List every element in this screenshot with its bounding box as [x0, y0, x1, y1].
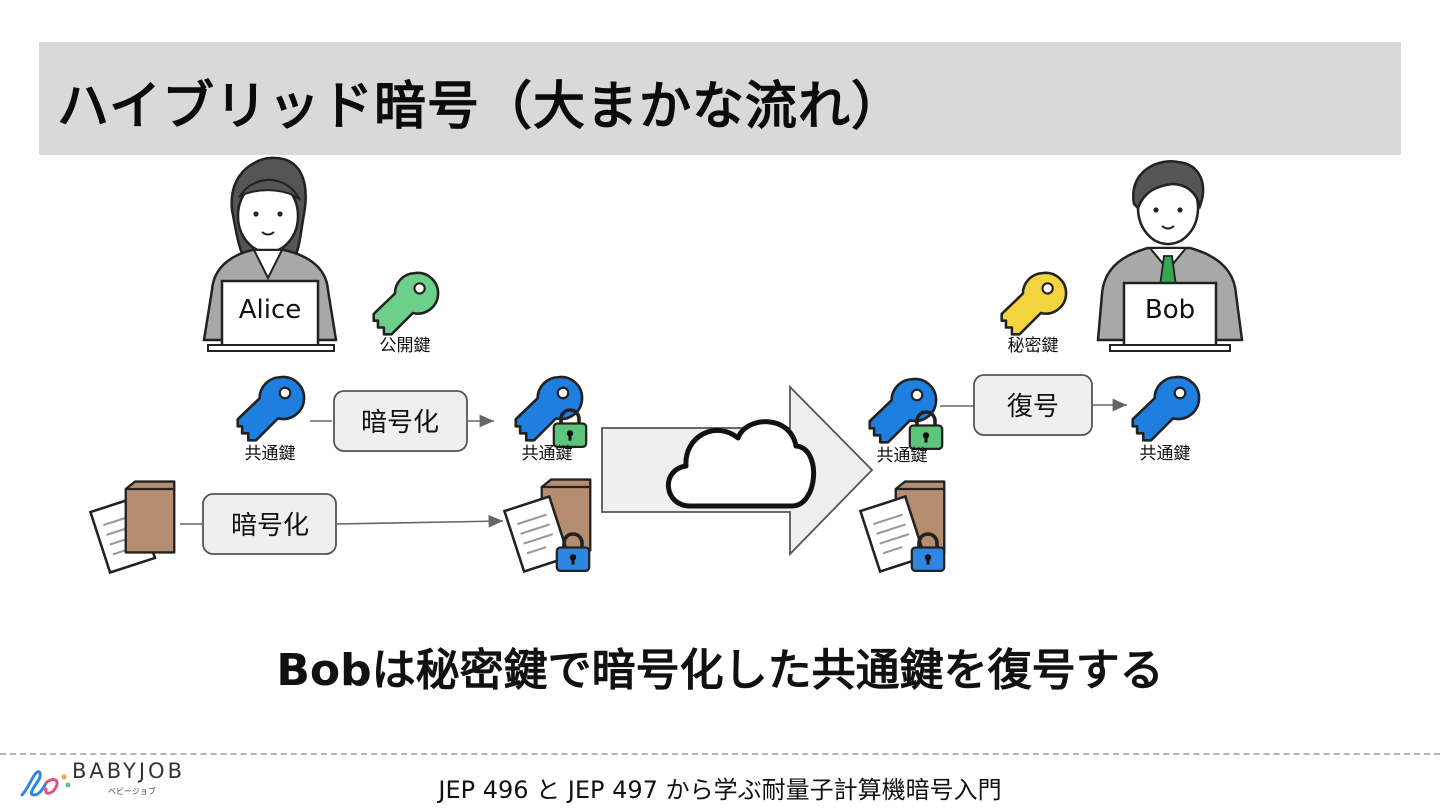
public-key-icon: [372, 271, 440, 336]
decrypted-common-key-icon: [1131, 375, 1201, 442]
common-key-label-2: 共通鍵: [522, 444, 573, 464]
footer: BABYJOB ベビージョブ JEP 496 と JEP 497 から学ぶ耐量子…: [0, 753, 1440, 812]
title-bar: ハイブリッド暗号（大まかな流れ）: [39, 42, 1401, 155]
secret-key-label: 秘密鍵: [1008, 336, 1059, 356]
bob-person-icon: [1096, 160, 1244, 352]
common-key-icon: [236, 375, 306, 442]
cloud-icon: [666, 419, 817, 509]
alice-person-icon: [202, 156, 338, 352]
decrypt-step-label: 復号: [1007, 392, 1059, 422]
common-key-label-1: 共通鍵: [245, 444, 296, 464]
logo-subtitle: ベビージョブ: [108, 787, 156, 796]
page-title: ハイブリッド暗号（大まかな流れ）: [57, 77, 904, 137]
bob-label: Bob: [1145, 295, 1195, 325]
secret-key-icon: [1000, 271, 1068, 336]
encrypt-key-step-label: 暗号化: [361, 408, 439, 438]
public-key-label: 公開鍵: [380, 336, 431, 356]
caption: Bobは秘密鍵で暗号化した共通鍵を復号する: [276, 645, 1164, 696]
common-key-label-3: 共通鍵: [877, 446, 928, 466]
encrypt-doc-step-label: 暗号化: [231, 511, 309, 541]
babyjob-logo-icon: [20, 770, 71, 797]
logo-name: BABYJOB: [72, 759, 185, 783]
alice-label: Alice: [239, 295, 302, 325]
common-key-label-4: 共通鍵: [1140, 444, 1191, 464]
arrow-icon: [335, 514, 504, 528]
box-icon: [124, 480, 176, 554]
footer-text: JEP 496 と JEP 497 から学ぶ耐量子計算機暗号入門: [438, 776, 1002, 804]
